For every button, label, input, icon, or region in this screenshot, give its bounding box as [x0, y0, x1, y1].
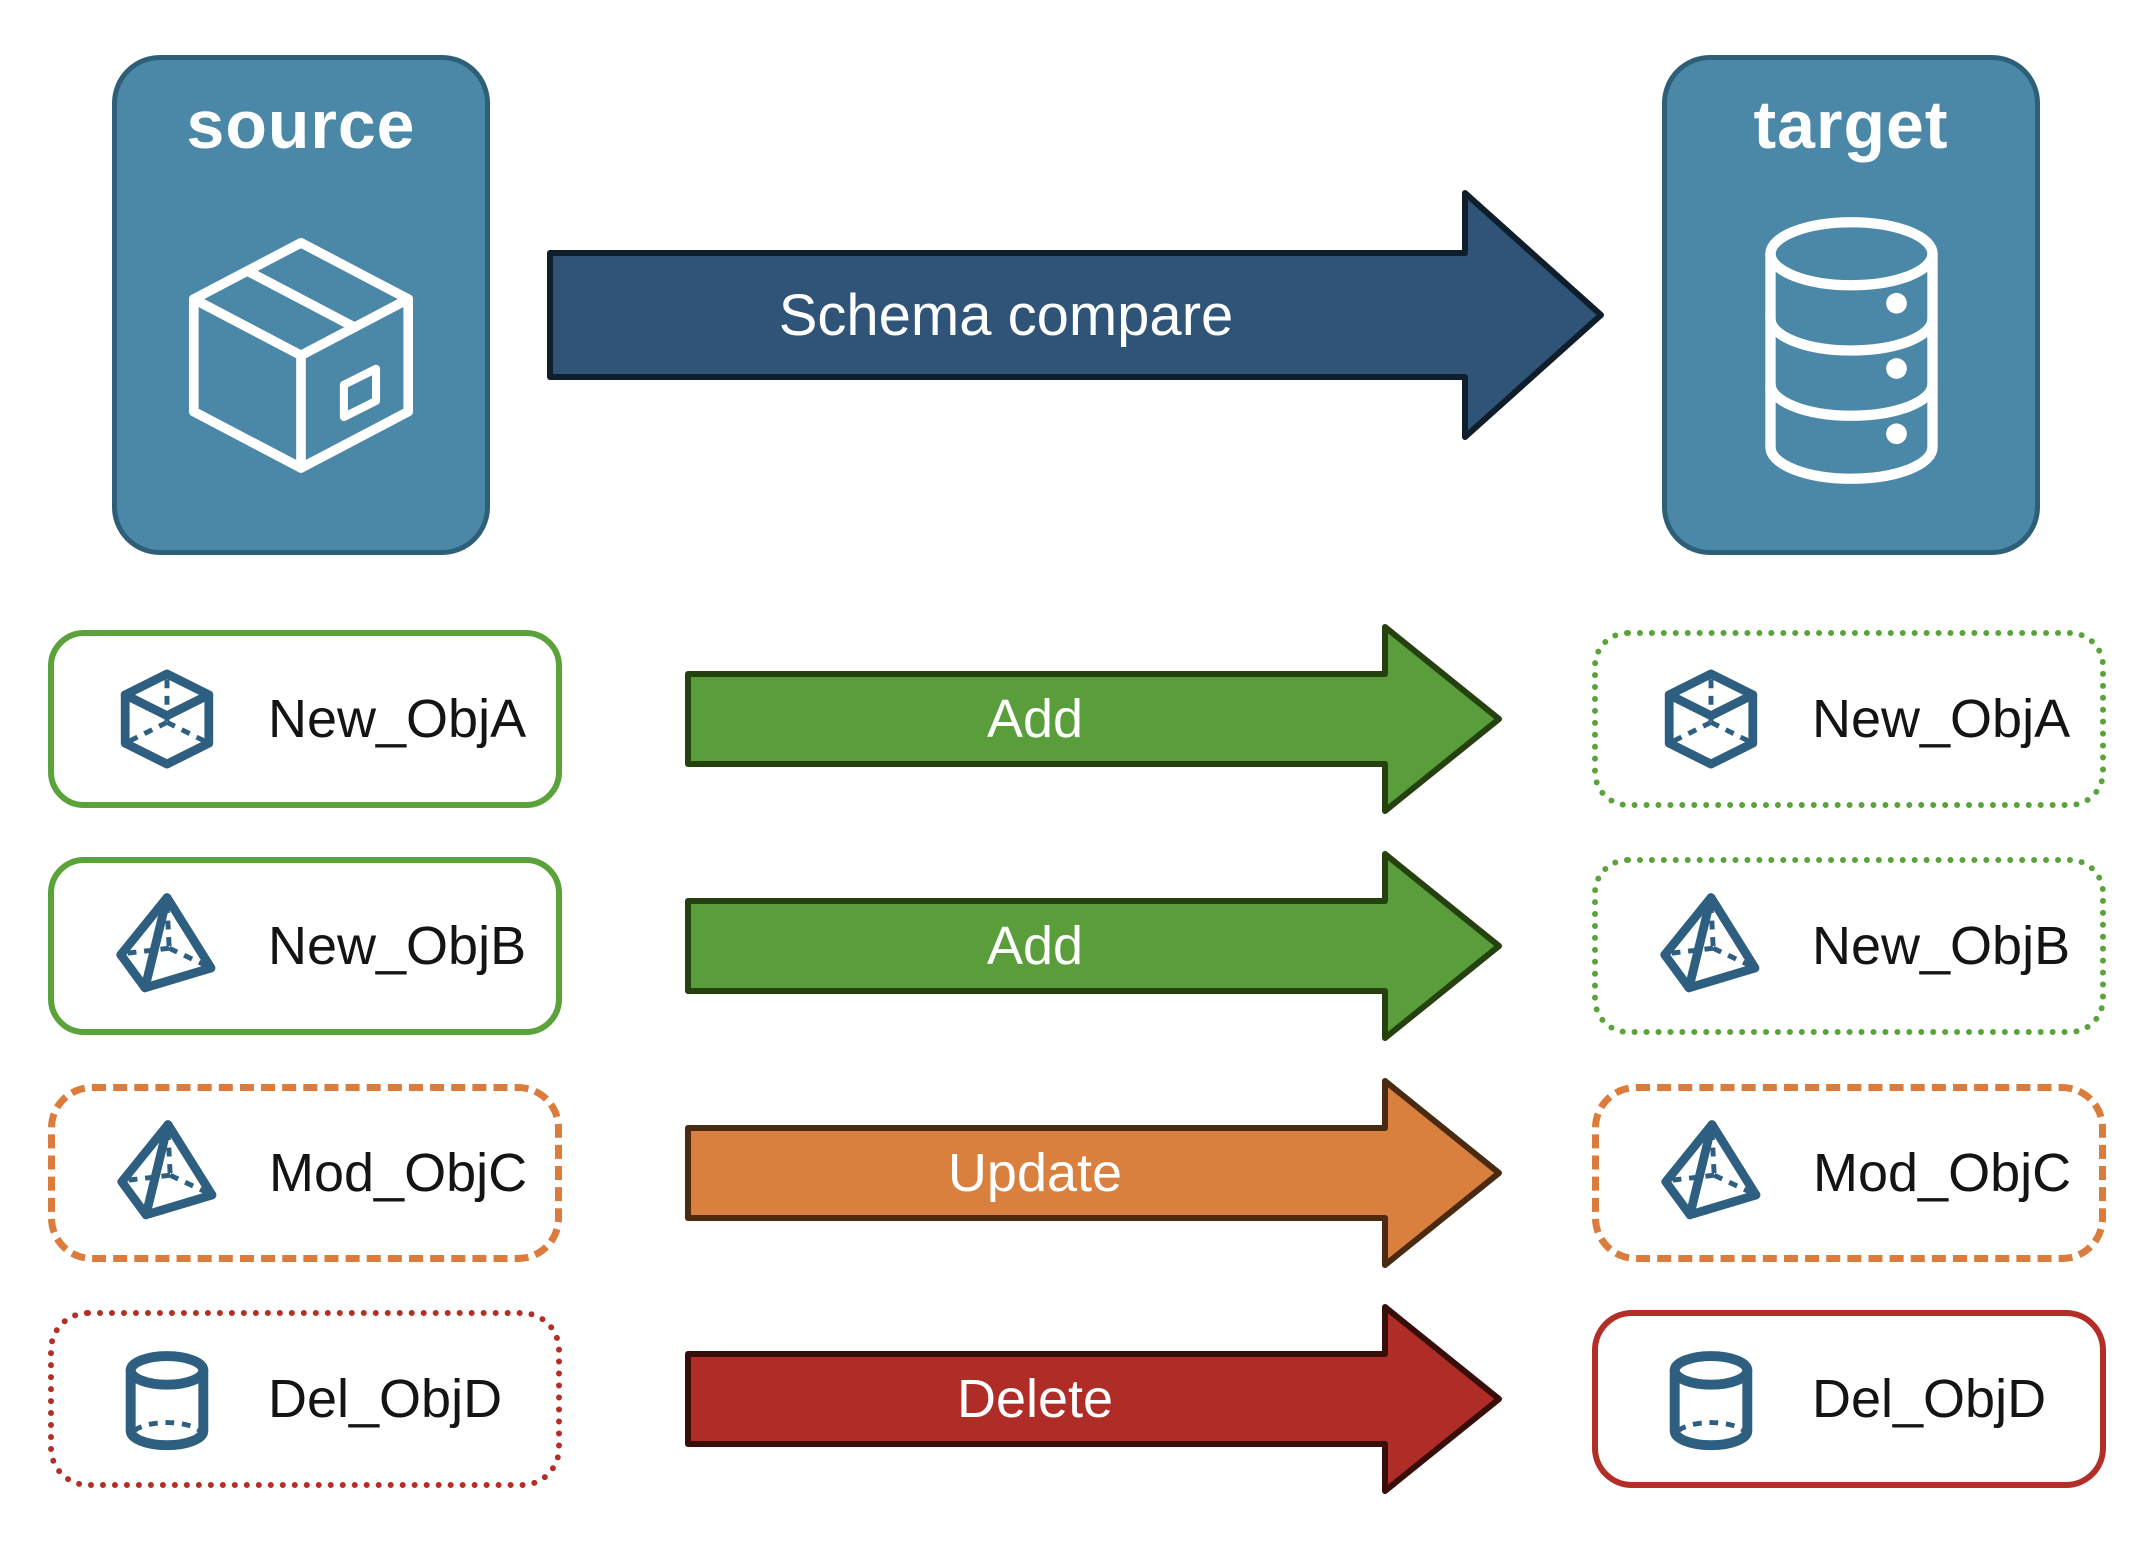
source-object-new-obja: New_ObjA [48, 630, 562, 808]
right-arrow-shape [685, 1304, 1502, 1494]
object-label: Del_ObjD [1812, 1369, 2047, 1429]
object-label: Del_ObjD [268, 1369, 503, 1429]
source-node: source [112, 55, 490, 555]
source-object-new-objb: New_ObjB [48, 857, 562, 1035]
add-arrow-1: Add [685, 619, 1505, 819]
object-label: Mod_ObjC [1813, 1143, 2072, 1203]
add-arrow-label: Add [986, 689, 1084, 749]
source-object-mod-objc: Mod_ObjC [48, 1084, 562, 1262]
source-object-del-objd: Del_ObjD [48, 1310, 562, 1488]
delete-arrow: Delete [685, 1299, 1505, 1499]
pyramid-icon [1660, 893, 1760, 993]
cube-icon [1664, 669, 1758, 769]
object-label: Mod_ObjC [269, 1143, 528, 1203]
target-node: target [1662, 55, 2040, 555]
target-object-new-obja: New_ObjA [1592, 630, 2106, 808]
add-arrow-2: Add [685, 846, 1505, 1046]
source-node-label: source [186, 87, 416, 163]
right-arrow-shape [685, 1078, 1502, 1268]
delete-arrow-label: Delete [956, 1369, 1114, 1429]
target-object-new-objb: New_ObjB [1592, 857, 2106, 1035]
schema-compare-arrow: Schema compare [547, 185, 1607, 445]
right-arrow-shape [685, 624, 1502, 814]
cube-icon [120, 669, 214, 769]
update-arrow-label: Update [947, 1143, 1123, 1203]
right-arrow-shape [547, 190, 1604, 440]
add-arrow-label: Add [986, 916, 1084, 976]
package-icon [117, 164, 485, 550]
object-label: New_ObjA [268, 689, 527, 749]
schema-compare-label: Schema compare [778, 282, 1234, 348]
pyramid-icon [117, 1120, 217, 1220]
target-object-del-objd: Del_ObjD [1592, 1310, 2106, 1488]
object-label: New_ObjB [268, 916, 527, 976]
target-object-mod-objc: Mod_ObjC [1592, 1084, 2106, 1262]
target-node-label: target [1753, 87, 1949, 163]
right-arrow-shape [685, 851, 1502, 1041]
pyramid-icon [116, 893, 216, 993]
cylinder-icon [1669, 1351, 1753, 1451]
cylinder-icon [125, 1351, 209, 1451]
pyramid-icon [1661, 1120, 1761, 1220]
object-label: New_ObjB [1812, 916, 2071, 976]
update-arrow: Update [685, 1073, 1505, 1273]
object-label: New_ObjA [1812, 689, 2071, 749]
database-icon [1667, 164, 2035, 550]
